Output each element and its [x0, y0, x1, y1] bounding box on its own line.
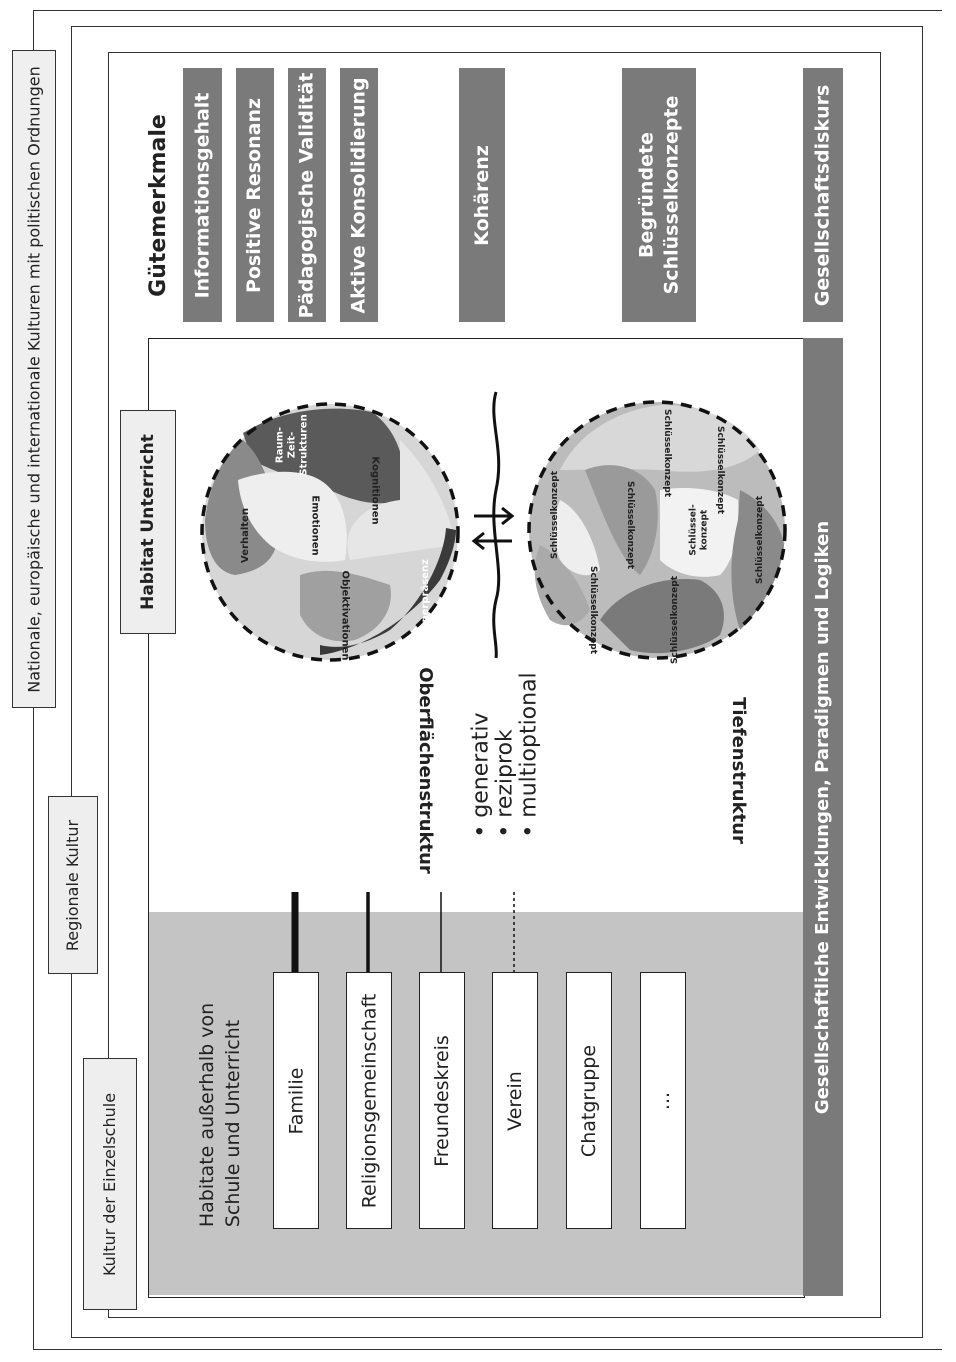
- property-reziprok: • reziprok: [493, 729, 519, 838]
- school-frame: [108, 52, 881, 1318]
- habitat-box-familie: Familie: [273, 972, 319, 1229]
- deep-area-2: [585, 465, 658, 575]
- properties-text: • generativ • reziprok • multioptional: [469, 672, 543, 838]
- deep-label-1: Schlüsselkonzept: [540, 470, 570, 560]
- habitat-box-text: Familie: [285, 1067, 307, 1134]
- habitat-box-text: Religionsgemeinschaft: [358, 993, 381, 1208]
- habitat-box-freundeskreis: Freundeskreis: [419, 972, 465, 1229]
- surface-area-raumzeit: [243, 408, 404, 504]
- deep-structure-text: Tiefenstruktur: [727, 696, 749, 844]
- surface-structure-circle: [200, 402, 460, 662]
- quality-item-gesellschaftsdiskurs: Gesellschaftsdiskurs: [803, 68, 843, 322]
- habitat-connection-lines: [291, 892, 515, 972]
- property-generativ: • generativ: [469, 712, 495, 838]
- property-multioptional: • multioptional: [517, 672, 543, 838]
- deep-area-4: [731, 490, 784, 630]
- surface-area-text: Objektivationen: [339, 569, 351, 661]
- deep-area-6: [534, 545, 590, 626]
- national-culture-label: Nationale, europäische und international…: [12, 50, 56, 708]
- deep-structure-circle: [527, 400, 787, 660]
- school-culture-label: Kultur der Einzelschule: [83, 1058, 137, 1310]
- properties-list: • generativ • reziprok • multioptional: [460, 670, 552, 840]
- surface-structure-label: Oberflächenstruktur: [405, 667, 445, 874]
- outside-habitats-area: [149, 912, 803, 1295]
- deep-area-7: [554, 500, 600, 576]
- societal-footer-bar: Gesellschaftliche Entwicklungen, Paradig…: [803, 338, 843, 1296]
- quality-item-schluesselkonzepte: Begründete Schlüsselkonzepte: [622, 68, 696, 322]
- habitat-box-religionsgemeinschaft: Religionsgemeinschaft: [346, 972, 392, 1229]
- habitat-box-verein: Verein: [492, 972, 538, 1229]
- surface-area-verhalten: [205, 440, 279, 575]
- habitat-box-text: Verein: [504, 1070, 526, 1131]
- regional-culture-label: Regionale Kultur: [48, 796, 98, 974]
- habitat-box-text: Chatgruppe: [578, 1044, 601, 1157]
- surface-area-emotionen: [238, 471, 347, 562]
- deep-area-text: Schlüsselkonzept: [588, 565, 599, 655]
- habitat-box-text: ...: [652, 1091, 674, 1110]
- deep-label-7: Schlüsselkonzept: [660, 575, 690, 665]
- surface-label-raumzeit: Raum- Zeit- Strukturen: [268, 410, 318, 480]
- deep-label-8: Schlüsselkonzept: [578, 565, 608, 655]
- quality-item-konsolidierung: Aktive Konsolidierung: [340, 68, 378, 322]
- outside-habitats-title: Habitate außerhalb von Schule und Unterr…: [188, 1003, 252, 1227]
- deep-area-3: [660, 488, 739, 577]
- habitat-box-text: Freundeskreis: [431, 1034, 454, 1167]
- reciprocal-arrows: [471, 506, 515, 551]
- deep-area-text: Schlüsselkonzept: [755, 495, 766, 585]
- quality-item-resonanz: Positive Resonanz: [236, 68, 274, 322]
- surface-area-objektivationen: [300, 570, 391, 642]
- deep-label-2: Schlüsselkonzept: [652, 408, 682, 498]
- deep-label-5: Schlüssel- konzept: [680, 500, 720, 560]
- deep-structure-label: Tiefenstruktur: [718, 697, 758, 844]
- surface-area-text: Kognitionen: [369, 455, 381, 525]
- deep-label-6: Schlüsselkonzept: [745, 495, 775, 585]
- regional-frame: [71, 26, 923, 1338]
- surface-area-text: Emotionen: [309, 494, 321, 556]
- outside-habitats-title-text: Habitate außerhalb von Schule und Unterr…: [196, 1002, 244, 1228]
- surface-label-emotionen: Emotionen: [295, 490, 335, 560]
- deep-area-text: Schlüsselkonzept: [670, 575, 681, 665]
- structure-separator-line: [492, 391, 501, 659]
- surface-label-verhalten: Verhalten: [225, 505, 265, 565]
- surface-area-text: Verhalten: [239, 507, 251, 563]
- habitat-box-more: ...: [640, 972, 686, 1229]
- deep-area-1: [560, 404, 760, 472]
- quality-item-informationsgehalt: Informationsgehalt: [183, 68, 222, 322]
- deep-label-4: Schlüsselkonzept: [615, 480, 645, 570]
- deep-area-text: Schlüsselkonzept: [662, 408, 673, 498]
- deep-area-text: Schlüsselkonzept: [550, 470, 561, 560]
- surface-area-text: Raum- Zeit- Strukturen: [275, 414, 311, 476]
- quality-item-kohaerenz: Kohärenz: [459, 68, 505, 322]
- surface-label-objektivationen: Objektivationen: [325, 570, 365, 660]
- deep-area-5: [600, 579, 724, 654]
- surface-area-kognitionen: [347, 440, 455, 560]
- surface-area-koerperpraesenz: [320, 528, 456, 655]
- habitat-title-tab: Habitat Unterricht: [120, 410, 176, 634]
- surface-structure-text: Oberflächenstruktur: [414, 666, 436, 874]
- surface-label-koerperpraesenz: Körperpräsenz: [405, 558, 445, 642]
- surface-area-text: Körperpräsenz: [419, 558, 431, 642]
- surface-label-kognitionen: Kognitionen: [355, 455, 395, 525]
- deep-area-text: Schlüsselkonzept: [625, 480, 636, 570]
- habitat-box-chatgruppe: Chatgruppe: [566, 972, 612, 1229]
- deep-area-text: Schlüssel- konzept: [689, 504, 711, 556]
- quality-item-validitaet: Pädagogische Validität: [288, 68, 326, 322]
